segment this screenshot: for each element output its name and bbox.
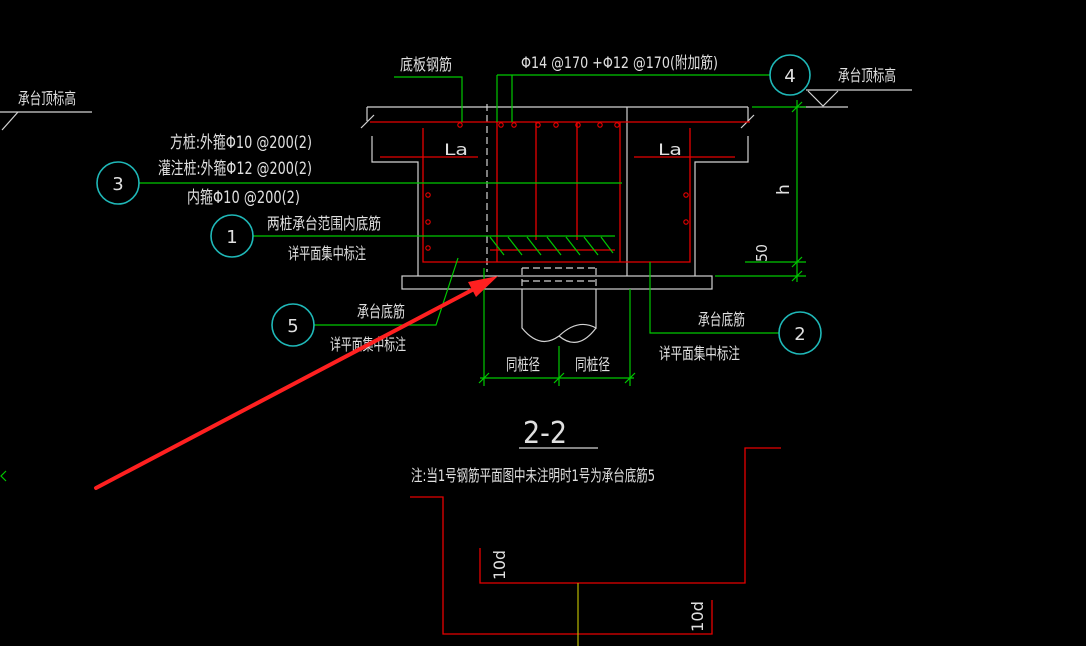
- annotation-arrow-shaft: [94, 287, 476, 490]
- elevation-label-left: 承台顶标高: [18, 89, 76, 108]
- elevation-mark-left: 承台顶标高: [0, 89, 92, 131]
- dimension-tick: [791, 270, 803, 282]
- top-rebar-spec: Φ14 @170 +Φ12 @170(附加筋): [521, 53, 718, 72]
- hook-length-label-upper: 10d: [490, 550, 509, 580]
- dimension-tick: [478, 372, 490, 384]
- callout-1-circle: [210, 214, 254, 258]
- bent-bar-upper: [479, 447, 781, 584]
- rebar-dot: [575, 122, 581, 128]
- hatch-tick: [546, 236, 562, 256]
- hatch-tick: [489, 236, 505, 256]
- bottom-rebar: [422, 128, 691, 263]
- rebar-dot: [498, 122, 504, 128]
- hatch-tick: [583, 236, 599, 256]
- section-title: 2-2: [523, 416, 567, 451]
- callout-4-circle: [769, 54, 811, 96]
- rebar-dot: [597, 122, 603, 128]
- annotation-arrow-head: [468, 276, 498, 297]
- rebar-dot: [683, 192, 689, 198]
- rebar-dot: [614, 122, 620, 128]
- leaders-and-dimensions: [0, 74, 806, 482]
- rebar-dot: [425, 245, 431, 251]
- see-plan-label-2: 详平面集中标注: [659, 344, 740, 363]
- callout-4-number: 4: [784, 66, 795, 87]
- callout-5-number: 5: [287, 316, 298, 337]
- elevation-triangle-right: [807, 90, 839, 107]
- cap-left-wall: [371, 136, 419, 276]
- rebar-dots: [425, 122, 689, 251]
- elevation-symbol-left: [1, 111, 19, 131]
- hatch-tick: [565, 236, 581, 256]
- stirrup-bored-pile-label: 灌注桩:外箍Φ12 @200(2): [158, 159, 312, 179]
- leader-slab-rebar: [394, 76, 463, 122]
- break-symbol-left: [360, 114, 375, 129]
- cap-bottom-rebar-label-5: 承台底筋: [357, 302, 405, 321]
- rebar-dot: [683, 219, 689, 225]
- leader-callout-2: [649, 262, 779, 334]
- anchorage-label-right: La: [658, 140, 682, 159]
- annotation-texts: 底板钢筋 Φ14 @170 +Φ12 @170(附加筋) 方桩:外箍Φ10 @2…: [158, 53, 794, 374]
- annotation-arrow: [94, 276, 498, 490]
- reinforcement: [370, 121, 750, 263]
- callouts: 3 1 5 2 4: [96, 54, 822, 355]
- callout-2-circle: [778, 311, 822, 355]
- dimension-tick: [624, 372, 636, 384]
- dimension-tick: [791, 101, 803, 113]
- rebar-dot: [553, 122, 559, 128]
- slab-rebar-label: 底板钢筋: [400, 55, 452, 74]
- dimension-tick: [553, 372, 565, 384]
- rebar-dot: [425, 192, 431, 198]
- drawing-note: 注:当1号钢筋平面图中未注明时1号为承台底筋5: [411, 466, 655, 485]
- cap-right-wall: [694, 136, 749, 276]
- pile-diameter-label-right: 同桩径: [575, 355, 610, 374]
- anchorage-label-left: La: [444, 140, 468, 159]
- cap-bottom-rebar-label-2: 承台底筋: [698, 310, 745, 329]
- hook-length-label-lower: 10d: [688, 601, 707, 632]
- bottom-bar-hatch: [489, 236, 614, 256]
- leader-callout-5: [314, 257, 459, 326]
- rebar-dot: [457, 122, 463, 128]
- dimension-height-label: h: [774, 184, 794, 195]
- pile-diameter-label-left: 同桩径: [506, 355, 540, 374]
- rebar-dot: [535, 122, 541, 128]
- dimension-50-label: 50: [753, 244, 771, 262]
- bottom-rebar-two-pile-label: 两桩承台范围内底筋: [267, 214, 381, 233]
- callout-5-circle: [271, 303, 315, 347]
- edge-marker: [0, 470, 7, 482]
- elevation-label-right: 承台顶标高: [838, 66, 896, 85]
- bent-bar-lower: [410, 496, 713, 635]
- bent-bar-detail: 10d 10d: [410, 447, 781, 646]
- rebar-dot: [511, 122, 517, 128]
- callout-3-number: 3: [112, 174, 123, 195]
- elevation-mark-right: 承台顶标高: [800, 66, 912, 108]
- hatch-tick: [507, 236, 523, 256]
- callout-2-number: 2: [794, 324, 805, 345]
- dimension-tick: [791, 256, 803, 268]
- see-plan-label-1: 详平面集中标注: [288, 244, 366, 263]
- stirrup-square-pile-label: 方桩:外箍Φ10 @200(2): [170, 133, 312, 153]
- hatch-tick: [526, 236, 542, 256]
- callout-3-circle: [96, 161, 140, 205]
- pile-shaft: [521, 289, 597, 343]
- callout-1-number: 1: [226, 227, 237, 248]
- section-title-block: 2-2 注:当1号钢筋平面图中未注明时1号为承台底筋5: [411, 416, 655, 485]
- rebar-dot: [425, 219, 431, 225]
- hatch-tick: [600, 236, 614, 254]
- stirrup-inner-label: 内箍Φ10 @200(2): [187, 188, 300, 208]
